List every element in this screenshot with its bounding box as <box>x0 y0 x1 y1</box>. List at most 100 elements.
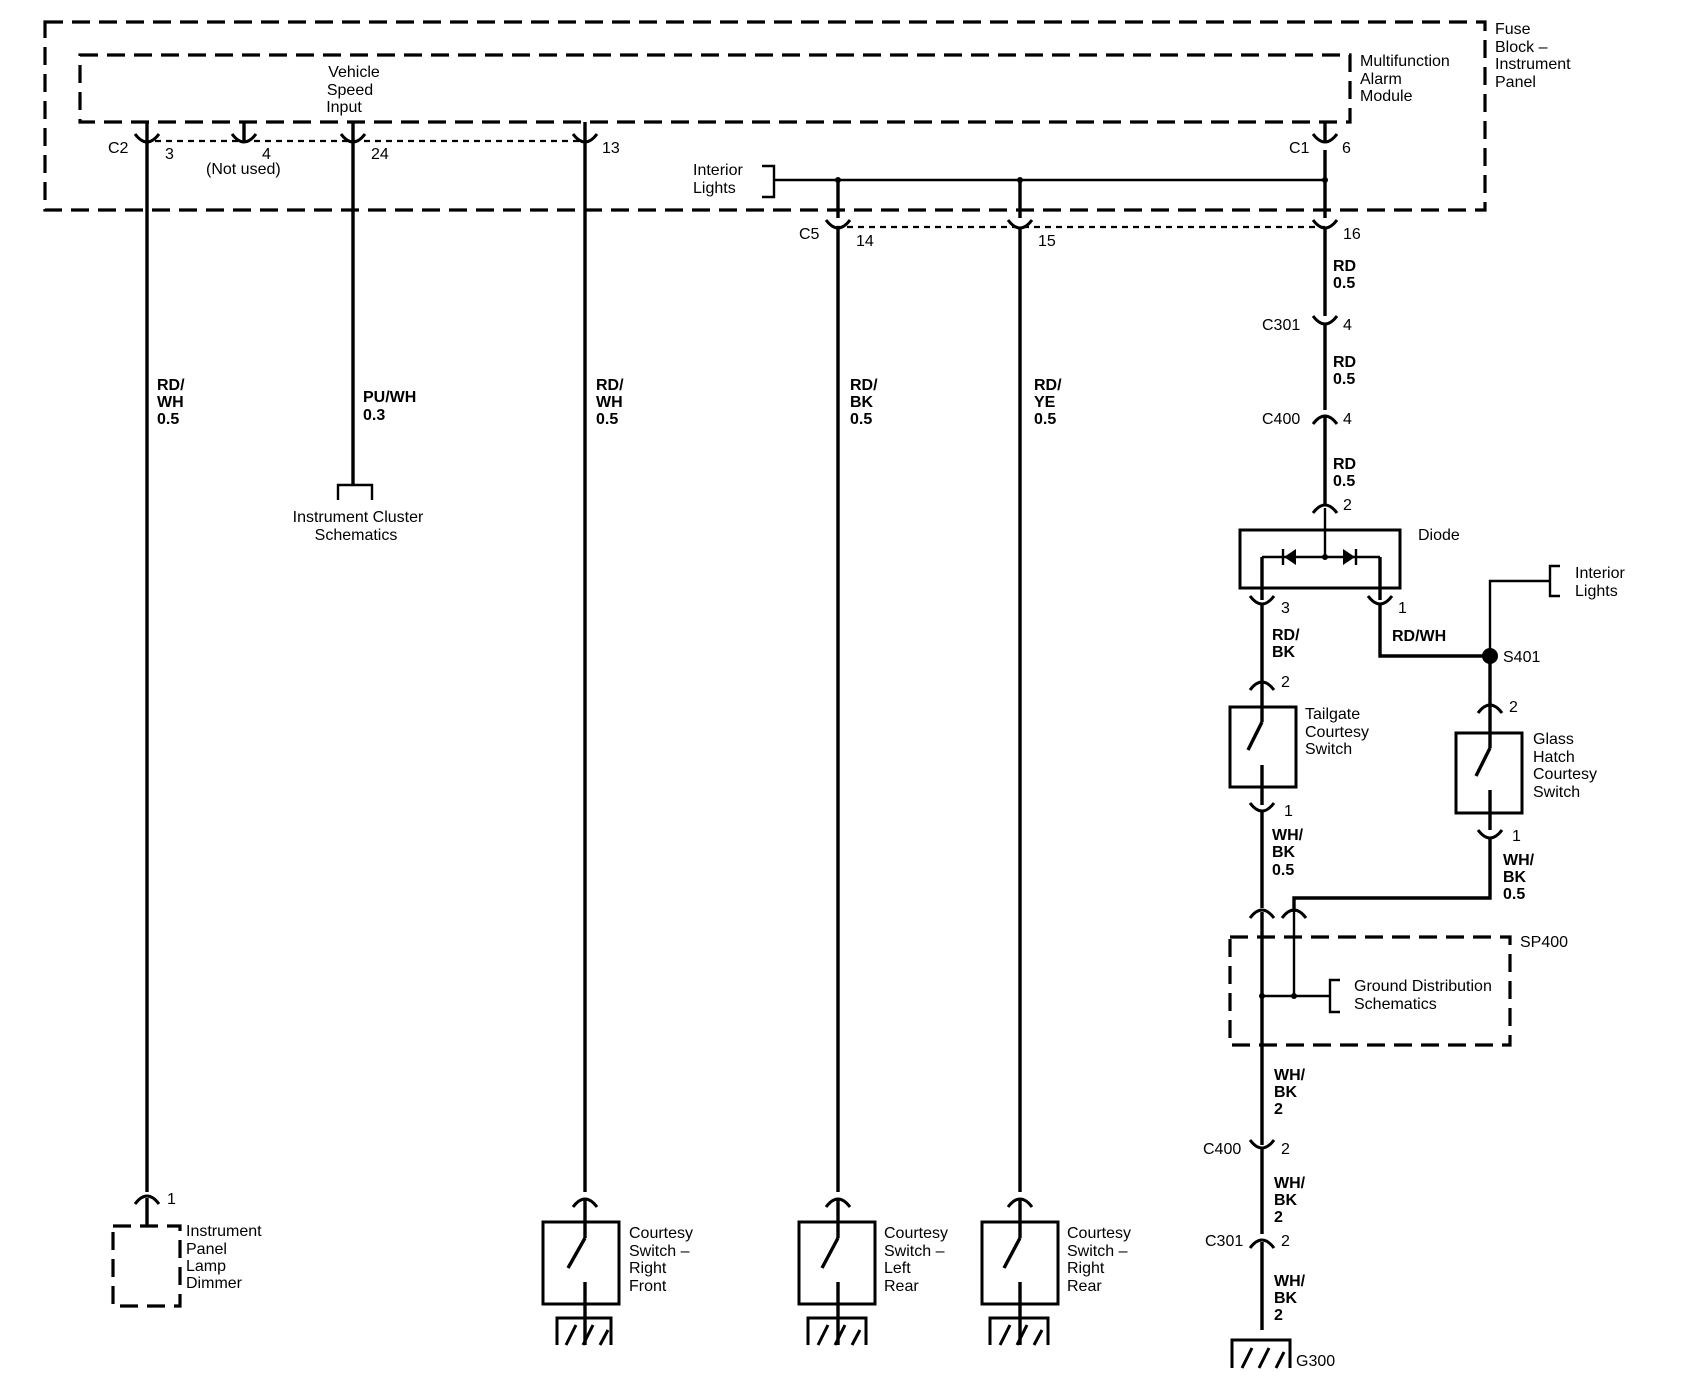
wire-label: BK <box>1274 1192 1298 1209</box>
courtesy-rr-label-line: Switch – <box>1067 1243 1128 1260</box>
pin-label: 16 <box>1343 226 1361 243</box>
wire-label: RD/ <box>1272 627 1300 644</box>
courtesy-lr-label-line: Switch – <box>884 1243 945 1260</box>
wire-label: WH/ <box>1274 1067 1306 1084</box>
tailgate-label-line: Courtesy <box>1305 724 1369 741</box>
sp400-outline <box>1228 935 1512 1047</box>
alarm-module-label: Multifunction Alarm Module <box>1360 53 1450 105</box>
wire-label: 0.5 <box>1272 862 1294 879</box>
wire-label: 2 <box>1274 1209 1283 1226</box>
wire-label: BK <box>1272 644 1296 661</box>
dimmer-label-line: Panel <box>186 1241 227 1258</box>
interior-lights-right-label-line: Lights <box>1575 583 1618 600</box>
glass-pin-1-connector <box>1476 829 1504 840</box>
wire-label: 0.5 <box>1333 473 1355 490</box>
sp400-connector-b <box>1280 908 1308 919</box>
wire-label: BK <box>1503 869 1527 886</box>
pin-label: 6 <box>1342 140 1351 157</box>
courtesy-switch-left-rear <box>797 1197 877 1346</box>
courtesy-lr-label-line: Left <box>884 1260 911 1277</box>
fuse-block-outline <box>43 20 1487 212</box>
wire-label: BK <box>1274 1290 1298 1307</box>
switch-blade <box>1474 747 1492 777</box>
fuse-block-label-line: Panel <box>1495 74 1536 91</box>
ground-symbol <box>555 1316 613 1346</box>
sp400-connector-a <box>1248 908 1276 919</box>
wire-label: 0.5 <box>596 411 618 428</box>
glass-hatch-courtesy-switch <box>1454 708 1524 830</box>
pin-label: 4 <box>262 146 271 163</box>
courtesy-lr-label-line: Rear <box>884 1278 919 1295</box>
glass-hatch-label-line: Courtesy <box>1533 766 1597 783</box>
switch-blade <box>1002 1237 1022 1269</box>
switch-body <box>541 1220 621 1306</box>
ground-symbol <box>988 1316 1050 1346</box>
wire-to-interior-lights <box>1488 579 1550 656</box>
wire-label: RD/ <box>157 377 185 394</box>
s401-label: S401 <box>1503 649 1540 666</box>
wire-label: 0.5 <box>850 411 872 428</box>
glass-hatch-label-line: Hatch <box>1533 749 1575 766</box>
wire-label: PU/WH <box>363 389 416 406</box>
switch-blade <box>566 1237 587 1269</box>
tailgate-courtesy-switch <box>1228 683 1298 805</box>
pin-label: 24 <box>371 146 389 163</box>
glass-hatch-label-line: Glass <box>1533 731 1574 748</box>
pin-label: 3 <box>1281 600 1290 617</box>
fuse-block-label-line: Block – <box>1495 39 1548 56</box>
c400-pin-4-connector <box>1311 414 1339 425</box>
wire-label: YE <box>1034 394 1056 411</box>
alarm-module-label-line: Multifunction <box>1360 53 1450 70</box>
courtesy-lr-label-line: Courtesy <box>884 1225 948 1242</box>
wire-label: 2 <box>1274 1101 1283 1118</box>
pin-label: 1 <box>1398 600 1407 617</box>
pin-label: 2 <box>1281 1233 1290 1250</box>
pin-label: 2 <box>1281 674 1290 691</box>
fuse-block-label-line: Instrument <box>1495 56 1571 73</box>
pin-label: 14 <box>856 233 874 250</box>
connector <box>571 1197 599 1208</box>
wire-label: 0.5 <box>157 411 179 428</box>
dimmer-outline <box>111 1224 182 1308</box>
tailgate-label-line: Switch <box>1305 741 1352 758</box>
c301-pin-2-connector <box>1248 1238 1276 1249</box>
courtesy-switch-right-rear <box>980 1197 1060 1346</box>
ground-distribution-bracket <box>1328 978 1340 1014</box>
ground-distribution-label-line: Ground Distribution <box>1354 978 1492 995</box>
alarm-module-label-line: Alarm <box>1360 71 1402 88</box>
instrument-cluster-bracket <box>336 483 374 500</box>
interior-lights-bracket-right <box>1548 564 1560 598</box>
not-used-label: (Not used) <box>206 161 281 178</box>
wire-label: 0.5 <box>1333 275 1355 292</box>
pin-label: 1 <box>1512 828 1521 845</box>
wire-label: 2 <box>1274 1307 1283 1324</box>
pin-label: 2 <box>1281 1141 1290 1158</box>
interior-lights-label-line: Interior <box>693 162 743 179</box>
c5-label: C5 <box>799 226 820 243</box>
courtesy-rf-label-line: Front <box>629 1278 667 1295</box>
courtesy-rf-label-line: Courtesy <box>629 1225 693 1242</box>
tailgate-label-line: Tailgate <box>1305 706 1360 723</box>
vehicle-speed-label-line: Speed <box>327 82 373 99</box>
diode-symbol-right <box>1343 549 1355 565</box>
courtesy-rr-label-line: Courtesy <box>1067 1225 1131 1242</box>
connector <box>1006 1197 1034 1208</box>
pin-label: 3 <box>165 146 174 163</box>
wire-label: BK <box>1274 1084 1298 1101</box>
connector <box>824 1197 852 1208</box>
courtesy-rr-label-line: Rear <box>1067 1278 1102 1295</box>
wire-label: WH/ <box>1274 1273 1306 1290</box>
wire-label: RD/ <box>850 377 878 394</box>
wire-label: 0.3 <box>363 407 385 424</box>
wire-wh-bk-glass <box>1292 838 1492 912</box>
courtesy-rf-label-line: Right <box>629 1260 667 1277</box>
ground-distribution-label-line: Schematics <box>1354 996 1437 1013</box>
courtesy-rf-label-line: Switch – <box>629 1243 690 1260</box>
alarm-module-label-line: Module <box>1360 88 1413 105</box>
vehicle-speed-label-line: Vehicle <box>328 64 380 81</box>
pin-label: 15 <box>1038 233 1056 250</box>
c400-label: C400 <box>1203 1141 1241 1158</box>
c5-pin-14-connector <box>824 219 852 230</box>
courtesy-switch-right-front <box>541 1197 621 1346</box>
